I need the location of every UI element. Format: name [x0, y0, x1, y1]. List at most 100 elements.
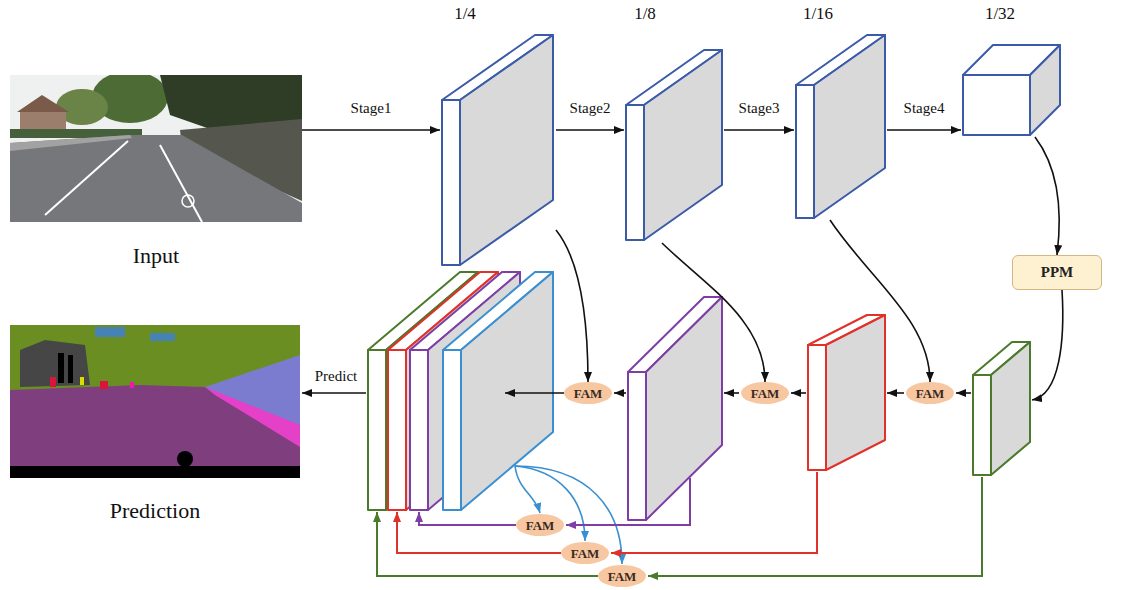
decoder-wires [302, 290, 1063, 576]
label-anchor: Stage1 [349, 99, 394, 117]
blue-arrow [515, 466, 585, 541]
purple-map [628, 297, 722, 520]
stage-arrow [830, 220, 930, 382]
node-label: FAM [574, 387, 603, 400]
lane-mark [45, 141, 128, 215]
input-photo [10, 75, 302, 222]
scale-label: 1/16 [803, 4, 834, 24]
label-anchor: Stage2 [568, 99, 613, 117]
map-front [626, 105, 644, 240]
vegetation [10, 325, 300, 478]
roof [17, 95, 69, 112]
fam-ellipse: FAM [906, 382, 954, 404]
node-label: PPM [1041, 265, 1073, 280]
blue-layer [443, 272, 553, 510]
map-side [460, 35, 553, 265]
person [50, 377, 56, 387]
red-map [808, 315, 885, 470]
map-side [814, 35, 885, 218]
stage-arrow [556, 230, 588, 382]
predict-label: Predict [313, 367, 360, 385]
stage-label: Stage1 [349, 99, 394, 117]
flow-arrow [724, 392, 739, 394]
green-wire [377, 512, 598, 576]
feature-map: 1/4 [440, 4, 556, 268]
map-front [368, 350, 386, 510]
sidewalk [10, 135, 132, 151]
map-front [410, 350, 428, 510]
sky [95, 327, 125, 337]
blue-arrow [515, 466, 622, 564]
map-side [826, 315, 885, 470]
stage-arrow [302, 129, 440, 131]
stage-arrow [556, 129, 624, 131]
map-front [973, 375, 991, 475]
lane-mark [160, 145, 202, 222]
flow-arrow [887, 392, 904, 394]
fam-ellipse: FAM [564, 382, 612, 404]
green-map [973, 342, 1030, 475]
prediction-image: Prediction [10, 325, 300, 525]
flow-arrow [1032, 290, 1063, 400]
scale-label: 1/8 [634, 4, 656, 24]
green-wire [648, 477, 982, 576]
image-caption: Prediction [110, 499, 200, 525]
flow-arrow [614, 392, 626, 394]
fam-ellipse: FAM [561, 542, 609, 564]
map-front [443, 350, 461, 510]
node-label: FAM [526, 519, 555, 532]
sky [150, 333, 175, 341]
person [100, 381, 108, 389]
map-front [442, 100, 460, 265]
feature-map: 1/16 [794, 4, 887, 220]
label-anchor: Stage3 [737, 99, 782, 117]
label-anchor: Stage4 [902, 99, 947, 117]
ego-mark [177, 451, 193, 467]
feature-map: 1/8 [624, 4, 724, 243]
road [10, 135, 302, 222]
lens-mark [182, 195, 194, 207]
decoder-maps [628, 297, 1030, 520]
bike [130, 382, 134, 388]
ego-band [10, 466, 300, 478]
encoder-maps [442, 35, 1060, 265]
stage-label: Stage4 [902, 99, 947, 117]
blue-arrow [515, 466, 540, 513]
image-caption: Input [133, 244, 179, 270]
feature-map: 1/32 [961, 4, 1062, 137]
map-front [808, 345, 826, 470]
node-label: FAM [571, 547, 600, 560]
flow-arrow [791, 392, 806, 394]
pole [58, 353, 64, 383]
red-wire [611, 472, 817, 553]
map-front [963, 75, 1030, 135]
scale-label: 1/4 [454, 4, 476, 24]
sign [80, 377, 84, 385]
map-side [991, 342, 1030, 475]
node-label: FAM [751, 387, 780, 400]
input-image: Input [10, 75, 302, 270]
node-label: FAM [608, 570, 637, 583]
stage-arrow [662, 243, 765, 382]
node-label: FAM [916, 387, 945, 400]
fam-ellipse: FAM [741, 382, 789, 404]
fam-ellipse: FAM [516, 514, 564, 536]
predict-arrow [302, 392, 366, 394]
pole [68, 355, 73, 383]
label-anchor: Predict [313, 367, 360, 385]
concat-stack [368, 272, 553, 510]
ppm-box: PPM [1012, 255, 1102, 290]
map-side [1030, 45, 1060, 135]
purple-wire [419, 512, 516, 525]
scale-label: 1/32 [985, 4, 1016, 24]
map-front [796, 85, 814, 218]
stage-arrow [887, 129, 961, 131]
purple-wire [566, 478, 690, 525]
map-front [388, 350, 406, 510]
map-front [628, 372, 646, 520]
fam-ellipse: FAM [598, 565, 646, 587]
building [20, 340, 90, 387]
road [10, 385, 300, 478]
stage-label: Stage2 [568, 99, 613, 117]
